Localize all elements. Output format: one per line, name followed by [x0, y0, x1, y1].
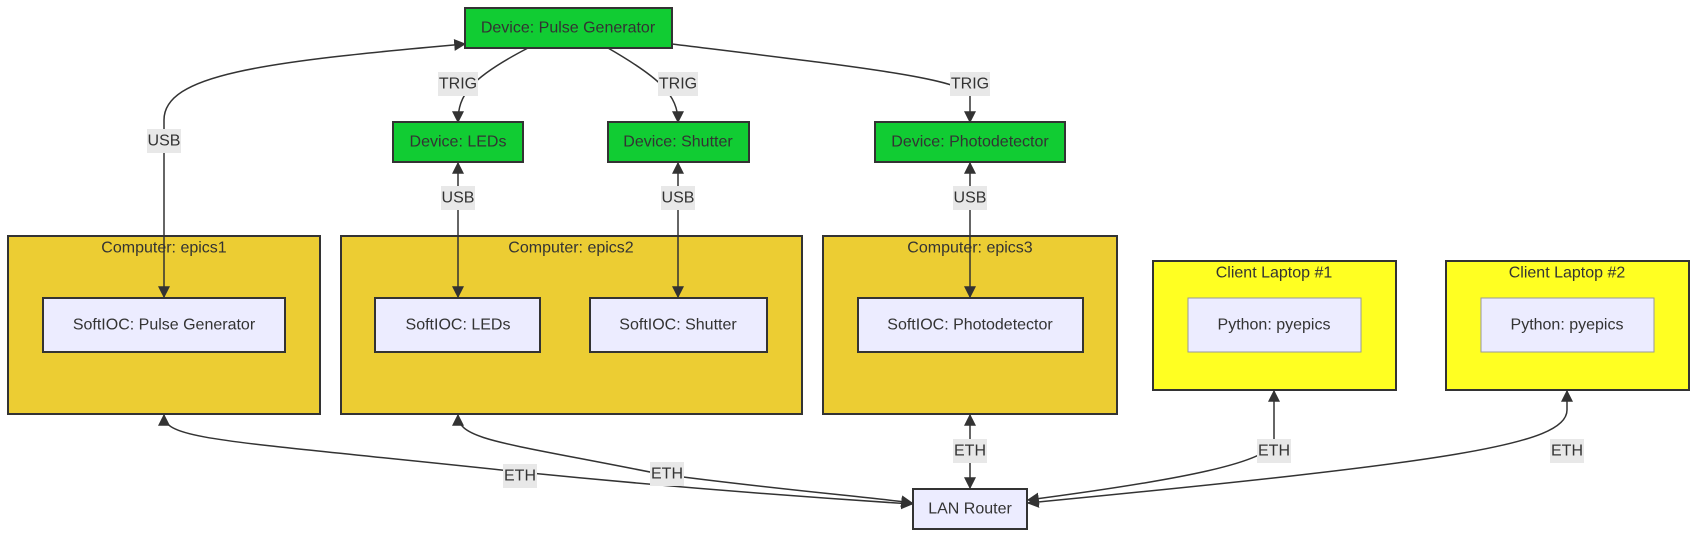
svg-text:ETH: ETH	[651, 466, 683, 483]
softioc-shutter[interactable]: SoftIOC: Shutter	[589, 297, 768, 353]
device-leds-label: Device: LEDs	[410, 134, 507, 151]
svg-text:TRIG: TRIG	[951, 76, 989, 93]
edge-label-trig-photodetector: TRIG	[950, 72, 990, 96]
edge-label-trig-leds: TRIG	[438, 72, 478, 96]
svg-text:ETH: ETH	[504, 468, 536, 485]
edge-label-eth-epics2: ETH	[650, 462, 684, 486]
svg-text:ETH: ETH	[1258, 443, 1290, 460]
edge-usb-pulse	[158, 38, 467, 299]
softioc-photodetector-label: SoftIOC: Photodetector	[887, 317, 1053, 334]
edge-pulse-to-photodetector	[671, 43, 976, 124]
edge-label-usb-pulse: USB	[147, 129, 181, 153]
edge-label-eth-epics3: ETH	[953, 439, 987, 463]
lan-router[interactable]: LAN Router	[912, 488, 1028, 530]
edge-eth-epics2	[452, 413, 914, 508]
svg-text:ETH: ETH	[954, 443, 986, 460]
device-shutter[interactable]: Device: Shutter	[607, 121, 750, 163]
python-pyepics-laptop2[interactable]: Python: pyepics	[1480, 297, 1655, 353]
svg-text:ETH: ETH	[1551, 443, 1583, 460]
client-laptop-2-label: Client Laptop #2	[1509, 265, 1626, 282]
softioc-photodetector[interactable]: SoftIOC: Photodetector	[857, 297, 1084, 353]
softioc-shutter-label: SoftIOC: Shutter	[619, 317, 737, 334]
edge-label-usb-shutter: USB	[661, 186, 695, 210]
edge-label-usb-photodetector: USB	[953, 186, 987, 210]
softioc-pulse-generator[interactable]: SoftIOC: Pulse Generator	[42, 297, 286, 353]
svg-text:USB: USB	[148, 133, 181, 150]
device-photodetector[interactable]: Device: Photodetector	[874, 121, 1066, 163]
edge-label-eth-laptop2: ETH	[1550, 439, 1584, 463]
device-shutter-label: Device: Shutter	[623, 134, 733, 151]
python-pyepics-laptop1-label: Python: pyepics	[1218, 317, 1331, 334]
computer-epics2-label: Computer: epics2	[508, 240, 633, 257]
svg-text:USB: USB	[442, 190, 475, 207]
lan-router-label: LAN Router	[928, 501, 1012, 518]
python-pyepics-laptop1[interactable]: Python: pyepics	[1187, 297, 1362, 353]
edge-eth-laptop2	[1026, 389, 1573, 508]
device-pulse-generator-label: Device: Pulse Generator	[481, 20, 656, 37]
softioc-pulse-generator-label: SoftIOC: Pulse Generator	[73, 317, 256, 334]
svg-text:TRIG: TRIG	[659, 76, 697, 93]
svg-text:TRIG: TRIG	[439, 76, 477, 93]
device-pulse-generator[interactable]: Device: Pulse Generator	[464, 7, 673, 49]
svg-text:USB: USB	[954, 190, 987, 207]
svg-text:USB: USB	[662, 190, 695, 207]
device-leds[interactable]: Device: LEDs	[392, 121, 524, 163]
client-laptop-1-label: Client Laptop #1	[1216, 265, 1333, 282]
edge-label-trig-shutter: TRIG	[658, 72, 698, 96]
softioc-leds-label: SoftIOC: LEDs	[406, 317, 511, 334]
python-pyepics-laptop2-label: Python: pyepics	[1511, 317, 1624, 334]
edge-label-eth-laptop1: ETH	[1257, 439, 1291, 463]
edge-label-usb-leds: USB	[441, 186, 475, 210]
device-photodetector-label: Device: Photodetector	[891, 134, 1049, 151]
softioc-leds[interactable]: SoftIOC: LEDs	[374, 297, 541, 353]
edge-label-eth-epics1: ETH	[503, 464, 537, 488]
